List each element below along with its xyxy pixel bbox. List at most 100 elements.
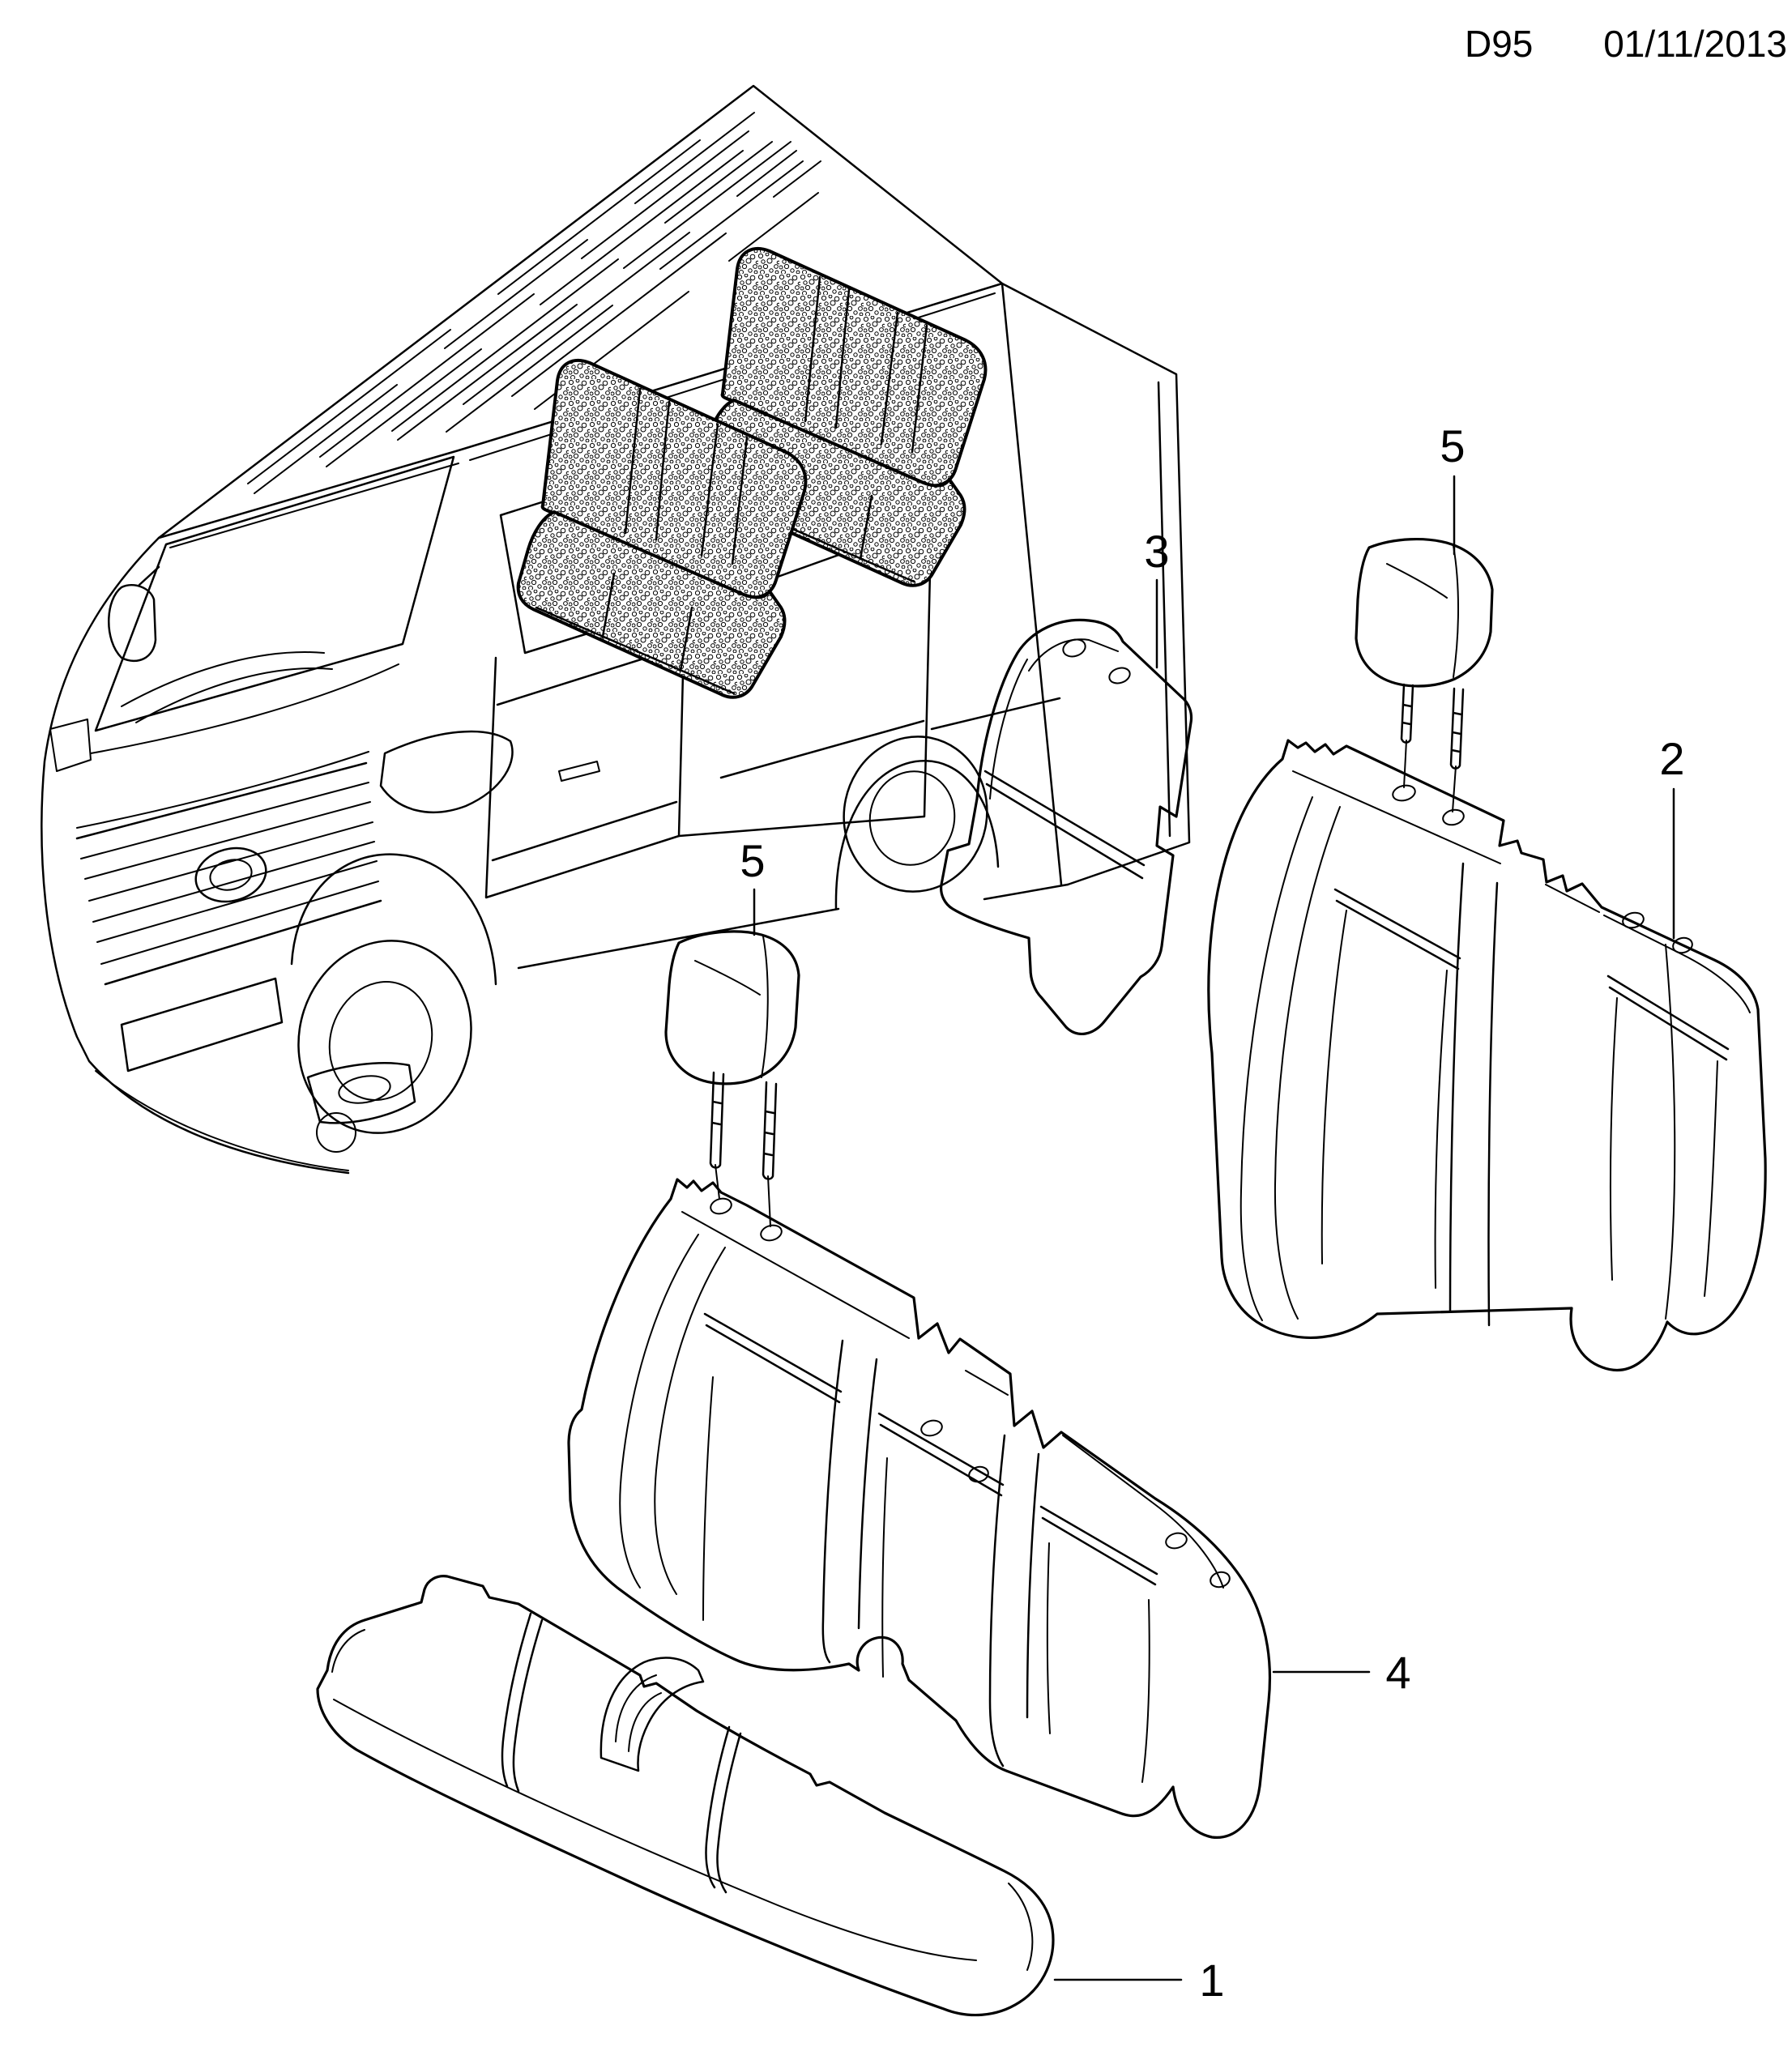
headrest-left-crease [694, 960, 761, 996]
part-1-flap [599, 1657, 705, 1772]
part-4-hole-4 [1210, 1571, 1231, 1589]
callout-5-right: 5 [1440, 420, 1466, 556]
callout-5-right-label: 5 [1440, 420, 1465, 471]
headlamp-left [49, 719, 92, 772]
part-3-hole-2 [1108, 667, 1131, 684]
part-1-thickness-line [333, 1699, 977, 1961]
windshield [94, 455, 455, 732]
part-1-seam-1 [501, 1612, 544, 1793]
part-4-hole-1 [920, 1419, 943, 1437]
van-rear-face [1001, 282, 1191, 886]
door-handle [558, 761, 600, 782]
part-4-stem-hole-1 [710, 1197, 732, 1215]
part-1-end-lines [331, 1629, 1034, 1971]
part-4-left-bolster-lines [619, 1234, 726, 1595]
part-2-crease-right [1606, 974, 1730, 1061]
headlamp-right [379, 730, 514, 813]
license-plate-recess [120, 977, 284, 1073]
part-4-hole-3 [1165, 1532, 1188, 1550]
page-header: D95 01/11/2013 [1465, 23, 1787, 65]
sliding-door-body [677, 570, 932, 838]
callout-1: 1 [1053, 1955, 1225, 2006]
rear-wheel-rim [868, 770, 956, 866]
part-4-creases [703, 1312, 1158, 1586]
headrest-left-stems [709, 1071, 778, 1180]
part-4-outline [567, 1178, 1272, 1839]
part-3-hole-1 [1062, 638, 1086, 658]
callout-2-label: 2 [1659, 733, 1684, 784]
rear-bench-back [720, 246, 988, 488]
headrest-right-depth-line [1453, 545, 1459, 678]
callout-5-left-label: 5 [740, 835, 765, 886]
part-3-outline [940, 618, 1193, 1035]
rear-wheel-tyre [843, 736, 988, 893]
part-5-headrest-left [664, 930, 800, 1227]
fog-lamp-housing [306, 1062, 416, 1124]
part-2-stem-hole-1 [1392, 784, 1416, 802]
headrest-left-depth-line [761, 936, 769, 1078]
front-wheel-arch [290, 853, 497, 986]
wiper-blades [121, 651, 333, 723]
part-4-seat-back-triple [567, 1178, 1272, 1839]
headrest-right-crease [1386, 563, 1448, 599]
callout-5-left: 5 [740, 835, 766, 936]
headrest-right-body [1355, 538, 1494, 688]
rear-bench-section-lines [715, 275, 928, 583]
part-2-left-bolster-lines [1239, 796, 1341, 1321]
part-2-right-bolster-line [1665, 944, 1676, 1320]
fog-lamp [338, 1075, 391, 1104]
driver-mirror [108, 565, 160, 663]
part-1-outline [316, 1575, 1055, 2017]
part-2-top-band-inner [1292, 770, 1751, 1013]
part-1-seam-2 [705, 1725, 742, 1894]
highlighted-seats [516, 246, 988, 699]
van-side-bottom [517, 697, 1069, 970]
part-5-headrest-right [1355, 538, 1494, 812]
brand-badge-inner [209, 859, 253, 891]
part-3-back-panel [940, 618, 1193, 1035]
rear-wheel-arch [834, 760, 1000, 910]
grille-frame [75, 761, 382, 986]
part-2-outline [1207, 739, 1767, 1371]
part-2-hole-1 [1622, 911, 1645, 929]
front-bench-cushion [516, 510, 787, 699]
callout-3-label: 3 [1144, 526, 1169, 577]
part-4-panel-lines [702, 1376, 1150, 1783]
front-wheel-tyre [297, 940, 472, 1134]
callout-4: 4 [1272, 1647, 1411, 1698]
callout-2: 2 [1659, 733, 1685, 940]
headrest-left-body [664, 930, 800, 1085]
part-4-divider-1 [821, 1339, 878, 1664]
part-1-seat-cushion [316, 1575, 1055, 2017]
headrest-right-guide-lines [1403, 740, 1457, 812]
part-2-crease-left [1333, 888, 1461, 970]
part-4-hole-2 [968, 1465, 989, 1483]
callout-3: 3 [1144, 526, 1170, 669]
bumper-lower-edge [95, 1070, 349, 1171]
front-wheel-rim [328, 981, 433, 1101]
callout-1-label: 1 [1199, 1955, 1224, 2006]
part-3-inner-lines [989, 638, 1119, 800]
part-1-flap-creases [615, 1674, 662, 1752]
part-4-divider-2 [988, 1434, 1040, 1768]
part-4-top-band-inner [681, 1211, 1224, 1589]
doc-code: D95 [1465, 23, 1533, 65]
brand-badge [194, 846, 267, 903]
part-4-stem-hole-2 [760, 1224, 783, 1242]
van-front-outline [41, 536, 350, 1175]
part-2-panel-right [1610, 997, 1718, 1297]
headrest-right-stems [1400, 683, 1465, 770]
part-3-crease [983, 770, 1146, 880]
callout-4-label: 4 [1385, 1647, 1410, 1698]
front-bench-back [540, 358, 808, 599]
callouts: 3 5 2 5 4 1 [740, 420, 1684, 2006]
part-2-hole-2 [1672, 936, 1693, 954]
grille-slats [80, 782, 379, 965]
part-2-center-bolster [1449, 862, 1499, 1327]
doc-date: 01/11/2013 [1603, 23, 1787, 65]
tow-hook [316, 1112, 356, 1153]
part-2-seat-back-double [1207, 739, 1767, 1371]
part-2-stem-hole-2 [1442, 808, 1465, 826]
